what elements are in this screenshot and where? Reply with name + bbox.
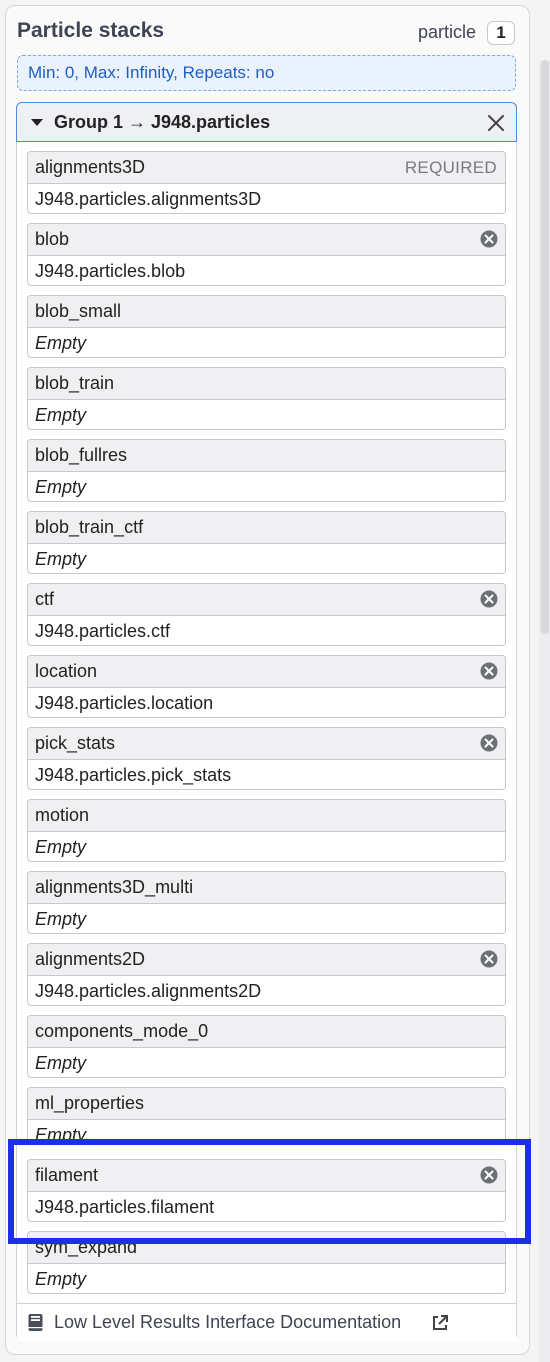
slot-value: Empty xyxy=(35,1269,87,1289)
panel-title: Particle stacks xyxy=(17,19,165,42)
slot-name: ml_properties xyxy=(35,1093,145,1113)
slot-header: filament xyxy=(28,1160,505,1192)
slot-alignments3D[interactable]: alignments3D REQUIRED J948.particles.align… xyxy=(27,151,506,214)
slot-name: alignments2D xyxy=(35,949,146,969)
remove-circle-icon[interactable] xyxy=(480,1166,498,1184)
count-badge: 1 xyxy=(487,21,515,45)
slot-name: location xyxy=(35,661,98,681)
slot-value: Empty xyxy=(35,477,87,497)
remove-circle-icon[interactable] xyxy=(480,950,498,968)
slot-value: J948.particles.blob xyxy=(35,261,186,281)
group-title: Group 1 → J948.particles xyxy=(54,112,271,132)
slot-header: ml_properties xyxy=(28,1088,505,1120)
group-container xyxy=(16,102,517,1340)
group-header[interactable]: Group 1 → J948.particles xyxy=(16,102,517,142)
slot-header: ctf xyxy=(28,584,505,616)
slot-name: ctf xyxy=(35,589,55,609)
slot-value: Empty xyxy=(35,1125,87,1143)
slot-value: Empty xyxy=(35,333,87,353)
slot-header: blob_train xyxy=(28,368,505,400)
slot-header: blob xyxy=(28,224,505,256)
slot-name: filament xyxy=(35,1165,99,1185)
slot-header: alignments3D REQUIRED xyxy=(28,152,505,184)
scrollbar-thumb[interactable] xyxy=(541,60,549,634)
slot-alignments2D[interactable]: alignments2D J948.particles.alignments2D xyxy=(27,943,506,1006)
slot-value: Empty xyxy=(35,405,87,425)
constraint-info: Min: 0, Max: Infinity, Repeats: no xyxy=(17,55,516,91)
slot-name: pick_stats xyxy=(35,733,116,753)
book-icon xyxy=(28,1314,43,1331)
slot-name: alignments3D xyxy=(35,157,146,177)
slot-value: J948.particles.ctf xyxy=(35,621,171,641)
slot-value: Empty xyxy=(35,1053,87,1073)
external-link-icon[interactable] xyxy=(431,1314,449,1332)
slot-name: sym_expand xyxy=(35,1237,138,1257)
slot-header: blob_train_ctf xyxy=(28,512,505,544)
slot-name: blob_train xyxy=(35,373,115,393)
doc-link-text[interactable]: Low Level Results Interface Documentatio… xyxy=(54,1312,402,1332)
slot-value: Empty xyxy=(35,837,87,857)
slot-name: components_mode_0 xyxy=(35,1021,209,1041)
caret-down-icon[interactable] xyxy=(31,119,43,126)
close-icon[interactable] xyxy=(487,114,505,132)
slot-header: alignments3D_multi xyxy=(28,872,505,904)
slot-header: pick_stats xyxy=(28,728,505,760)
remove-circle-icon[interactable] xyxy=(480,734,498,752)
slot-header: location xyxy=(28,656,505,688)
slot-value: J948.particles.pick_stats xyxy=(35,765,232,785)
slot-header: blob_fullres xyxy=(28,440,505,472)
slot-header: sym_expand xyxy=(28,1232,505,1264)
slot-value: J948.particles.location xyxy=(35,693,214,713)
slot-name: alignments3D_multi xyxy=(35,877,194,897)
slot-name: blob xyxy=(35,229,70,249)
remove-circle-icon[interactable] xyxy=(480,590,498,608)
slot-value: Empty xyxy=(35,549,87,569)
remove-circle-icon[interactable] xyxy=(480,662,498,680)
slot-header: blob_small xyxy=(28,296,505,328)
slot-name: blob_fullres xyxy=(35,445,128,465)
slot-header: components_mode_0 xyxy=(28,1016,505,1048)
slot-value: Empty xyxy=(35,909,87,929)
slot-name: blob_train_ctf xyxy=(35,517,144,537)
scrollbar-track[interactable] xyxy=(539,60,550,1362)
slot-value: J948.particles.alignments3D xyxy=(35,189,262,209)
slot-value: J948.particles.alignments2D xyxy=(35,981,262,1001)
required-tag: REQUIRED xyxy=(404,158,497,177)
slot-value: J948.particles.filament xyxy=(35,1197,215,1217)
slot-type-label: particle xyxy=(418,22,477,42)
slot-name: blob_small xyxy=(35,301,122,321)
slot-name: motion xyxy=(35,805,90,825)
slot-header: motion xyxy=(28,800,505,832)
slot-header: alignments2D xyxy=(28,944,505,976)
doc-link-row[interactable]: Low Level Results Interface Documentatio… xyxy=(17,1303,516,1341)
remove-circle-icon[interactable] xyxy=(480,230,498,248)
